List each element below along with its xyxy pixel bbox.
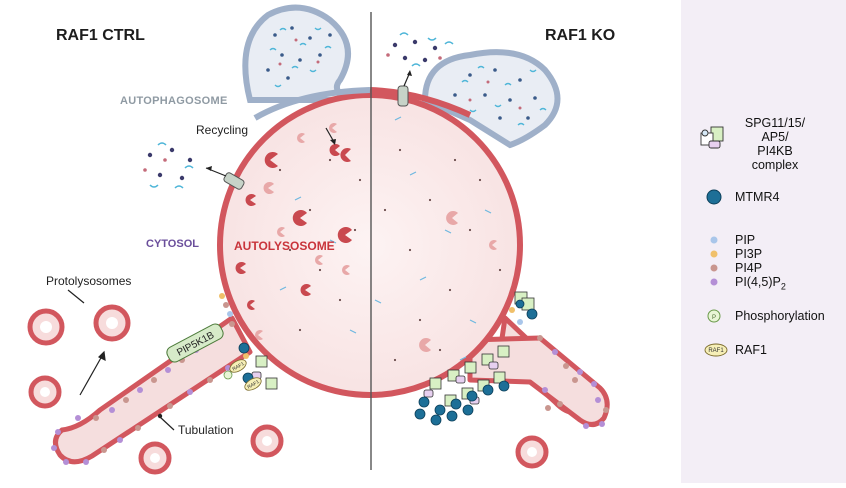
pi3p-legend-dot	[710, 250, 718, 258]
raf1-tag-a-label: RAF1	[231, 361, 245, 373]
raf1-tag-b-label: RAF1	[246, 379, 260, 391]
legend-panel: P RAF1 SPG11/15/ AP5/ PI4KB complex MTMR…	[681, 0, 846, 483]
phospho-tag	[223, 370, 233, 380]
legend-complex-label: SPG11/15/ AP5/ PI4KB complex	[744, 116, 806, 172]
recycling-label: Recycling	[196, 123, 248, 137]
legend-raf1-label: RAF1	[735, 343, 767, 357]
metabolites-left	[143, 142, 194, 189]
raf1-tag-b: RAF1	[244, 377, 262, 391]
autolysosome	[217, 87, 523, 398]
legend-pi3p-label: PI3P	[735, 247, 763, 261]
svg-text:P: P	[712, 315, 716, 321]
panel-title-right: RAF1 KO	[545, 27, 615, 44]
legend-mtmr4-label: MTMR4	[735, 190, 780, 204]
autophagosome-left	[242, 4, 354, 103]
arrow-into-lumen	[325, 127, 336, 145]
svg-text:RAF1: RAF1	[708, 348, 724, 354]
legend-icons: P RAF1	[700, 126, 728, 357]
protolysosomes	[27, 304, 549, 475]
raf1-legend-icon: RAF1	[704, 343, 728, 357]
protolysosomes-label: Protolysosomes	[46, 274, 131, 288]
legend-pi45p2-label: PI(4,5)P2	[735, 275, 786, 294]
tubule-right-lower	[467, 335, 610, 427]
pi45p2-legend-dot	[710, 278, 718, 286]
autophagosome-right	[421, 49, 561, 149]
legend-phosphorylation-label: Phosphorylation	[735, 309, 825, 323]
tubulation-label: Tubulation	[178, 423, 234, 437]
legend-pi4p-label: PI4P	[735, 261, 763, 275]
legend-pi45p2-base: PI(4,5)P	[735, 275, 781, 289]
pip-beads-left	[51, 293, 249, 465]
pip-beads-right	[509, 307, 609, 429]
protolysosome-pointers	[67, 289, 106, 396]
panel-title-left: RAF1 CTRL	[56, 27, 145, 44]
tubule-left	[53, 315, 253, 465]
autophagosome-label: AUTOPHAGOSOME	[120, 95, 228, 107]
tubulation-pointer	[157, 413, 175, 431]
phosphorylation-legend-icon: P	[707, 309, 721, 323]
complexes-right-cluster	[414, 291, 538, 426]
raf1-tag-a: RAF1	[229, 359, 247, 373]
recycling-channel-left	[205, 166, 245, 190]
autolysosome-label: AUTOLYSOSOME	[234, 239, 335, 253]
mtmr4-legend-icon	[706, 189, 722, 205]
complex-legend-icon	[700, 126, 724, 149]
pi4p-legend-dot	[710, 264, 718, 272]
cytosol-label: CYTOSOL	[146, 238, 199, 250]
metabolites-right	[386, 32, 454, 67]
legend-pip-label: PIP	[735, 233, 756, 247]
legend-pi45p2-sub: 2	[780, 281, 786, 292]
recycling-channel-right	[397, 70, 412, 107]
pip-legend-dot	[710, 236, 718, 244]
